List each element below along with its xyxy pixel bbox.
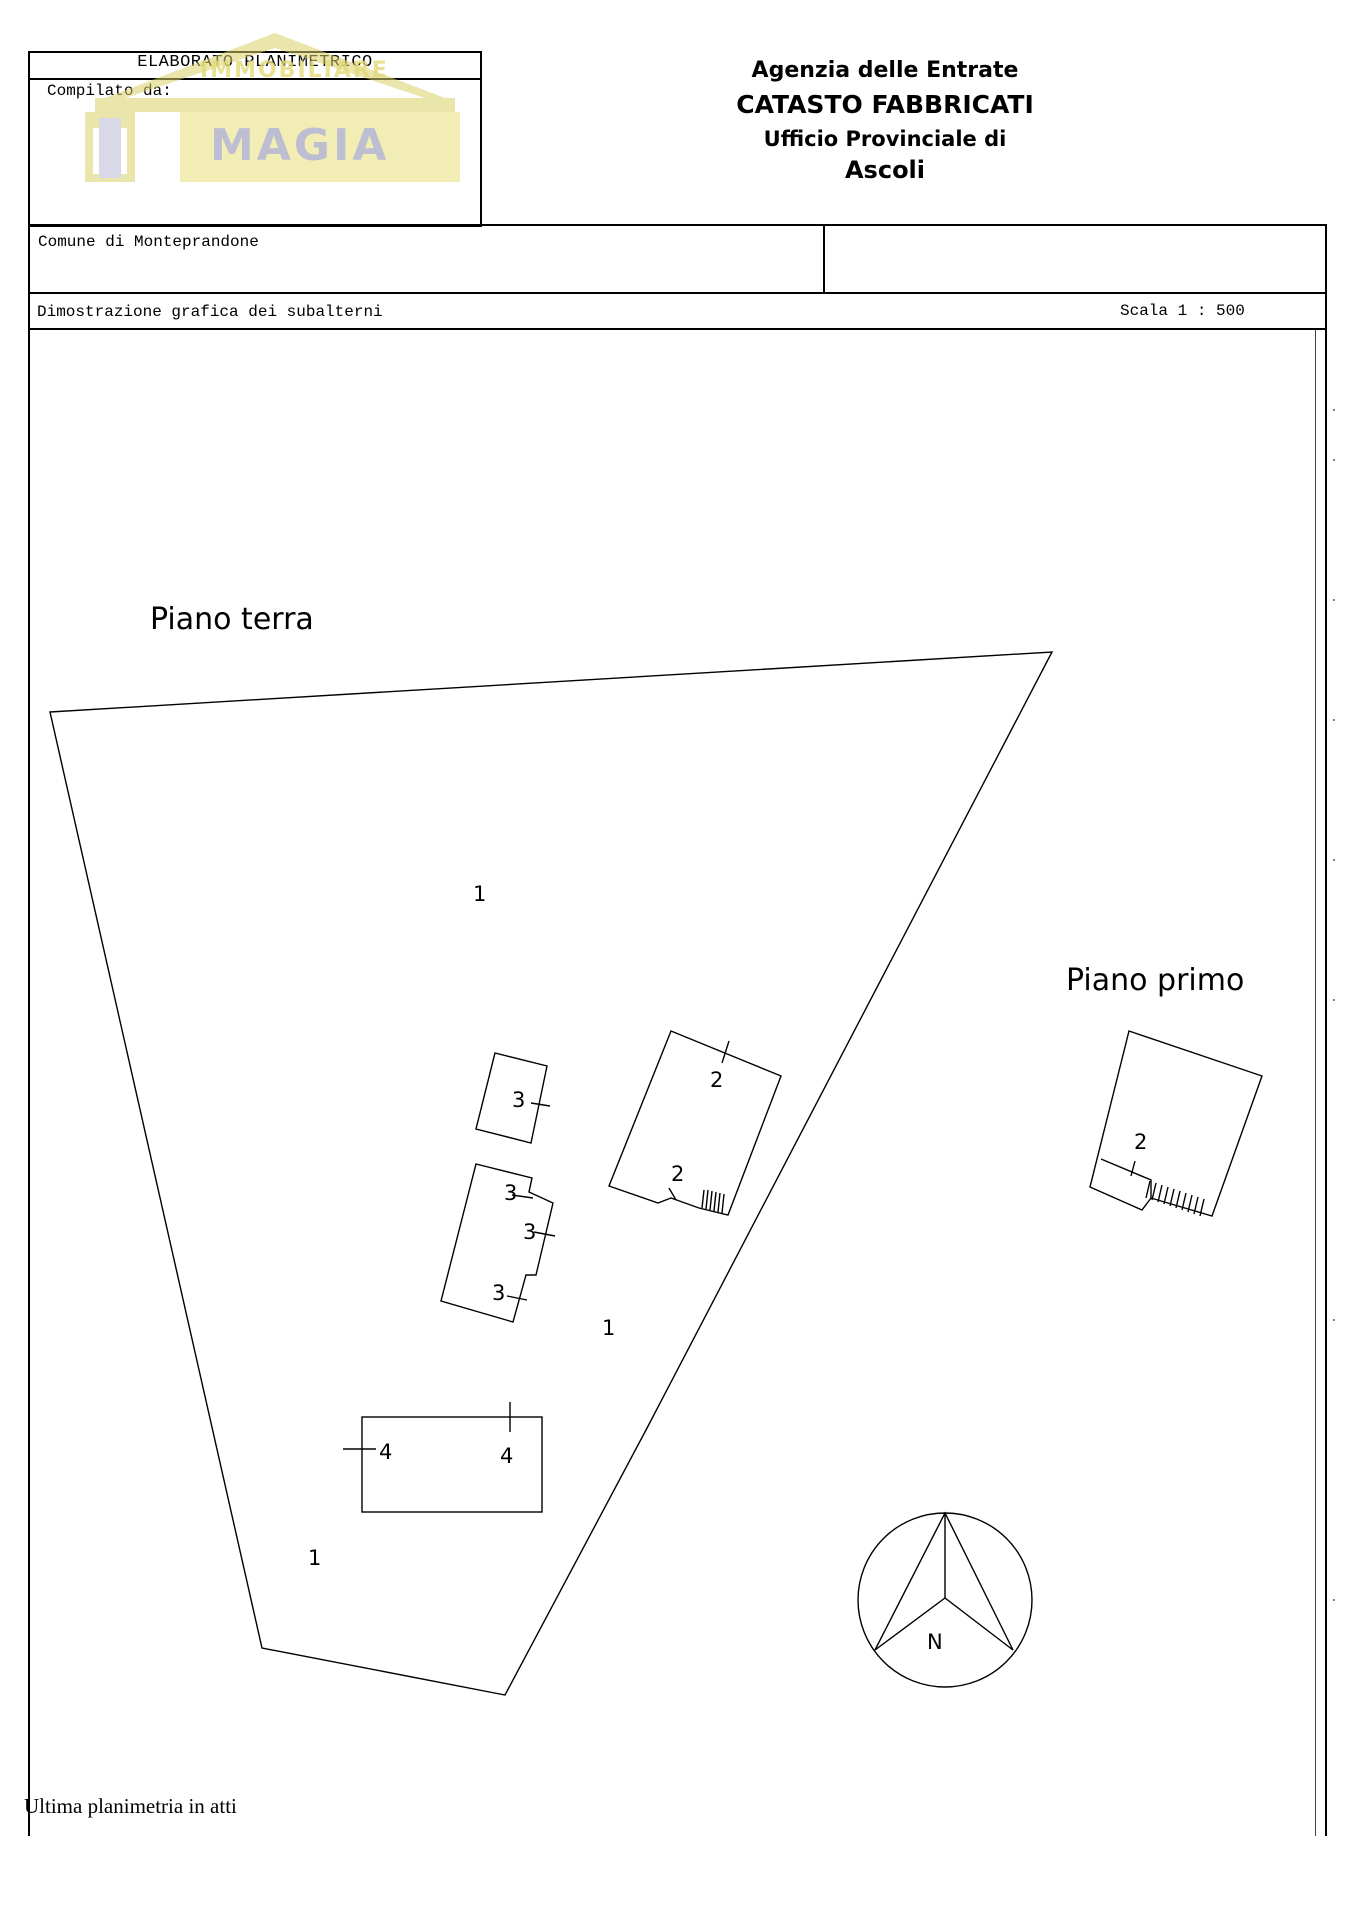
brand-watermark-top-text: IMMOBILIARE <box>200 58 389 83</box>
house-logo-icon <box>85 33 460 182</box>
frame-right-inner-line <box>1315 330 1316 1836</box>
footer-note: Ultima planimetria in atti <box>24 1794 237 1818</box>
subalterno-number: 4 <box>500 1444 514 1468</box>
subalterno-number: 2 <box>710 1068 724 1092</box>
comune-name: Comune di Monteprandone <box>38 233 259 251</box>
subalterno-number: 2 <box>1134 1130 1148 1154</box>
building-outline <box>1100 1158 1152 1198</box>
subalterno-number: 1 <box>308 1546 322 1570</box>
scale-label: Scala 1 : 500 <box>1120 302 1245 320</box>
frame-right-border <box>1325 330 1327 1836</box>
compass-north-label: N <box>927 1630 943 1654</box>
section-title: Dimostrazione grafica dei subalterni <box>37 303 383 321</box>
brand-watermark-logo <box>85 28 465 183</box>
form-title-divider <box>28 78 482 80</box>
subalterno-number: 3 <box>504 1181 518 1205</box>
building-outline <box>361 1416 543 1513</box>
comune-row-divider <box>823 224 825 294</box>
office-city: Ascoli <box>844 156 926 184</box>
section-title-row <box>28 292 1327 330</box>
subalterno-number: 3 <box>492 1281 506 1305</box>
building-outline <box>608 1030 782 1216</box>
office-label: Ufficio Provinciale di <box>763 127 1007 151</box>
subalterno-number: 4 <box>379 1440 393 1464</box>
building-outline <box>1089 1030 1263 1217</box>
subalterno-number: 3 <box>523 1220 537 1244</box>
parcel-outline <box>49 651 1054 1696</box>
building-outline <box>440 1163 554 1323</box>
ground-floor-label: Piano terra <box>150 602 314 637</box>
subalterno-number: 3 <box>512 1088 526 1112</box>
building-outline <box>475 1052 548 1144</box>
subalterno-number: 1 <box>602 1316 616 1340</box>
brand-watermark-name: MAGIA <box>210 120 390 171</box>
first-floor-label: Piano primo <box>1066 963 1245 998</box>
subalterno-number: 1 <box>473 882 487 906</box>
subalterno-number: 2 <box>671 1162 685 1186</box>
agency-name: Agenzia delle Entrate <box>751 58 1019 83</box>
frame-left-border <box>28 330 30 1836</box>
compass-arrow <box>874 1511 1014 1651</box>
registry-name: CATASTO FABBRICATI <box>736 90 1034 119</box>
